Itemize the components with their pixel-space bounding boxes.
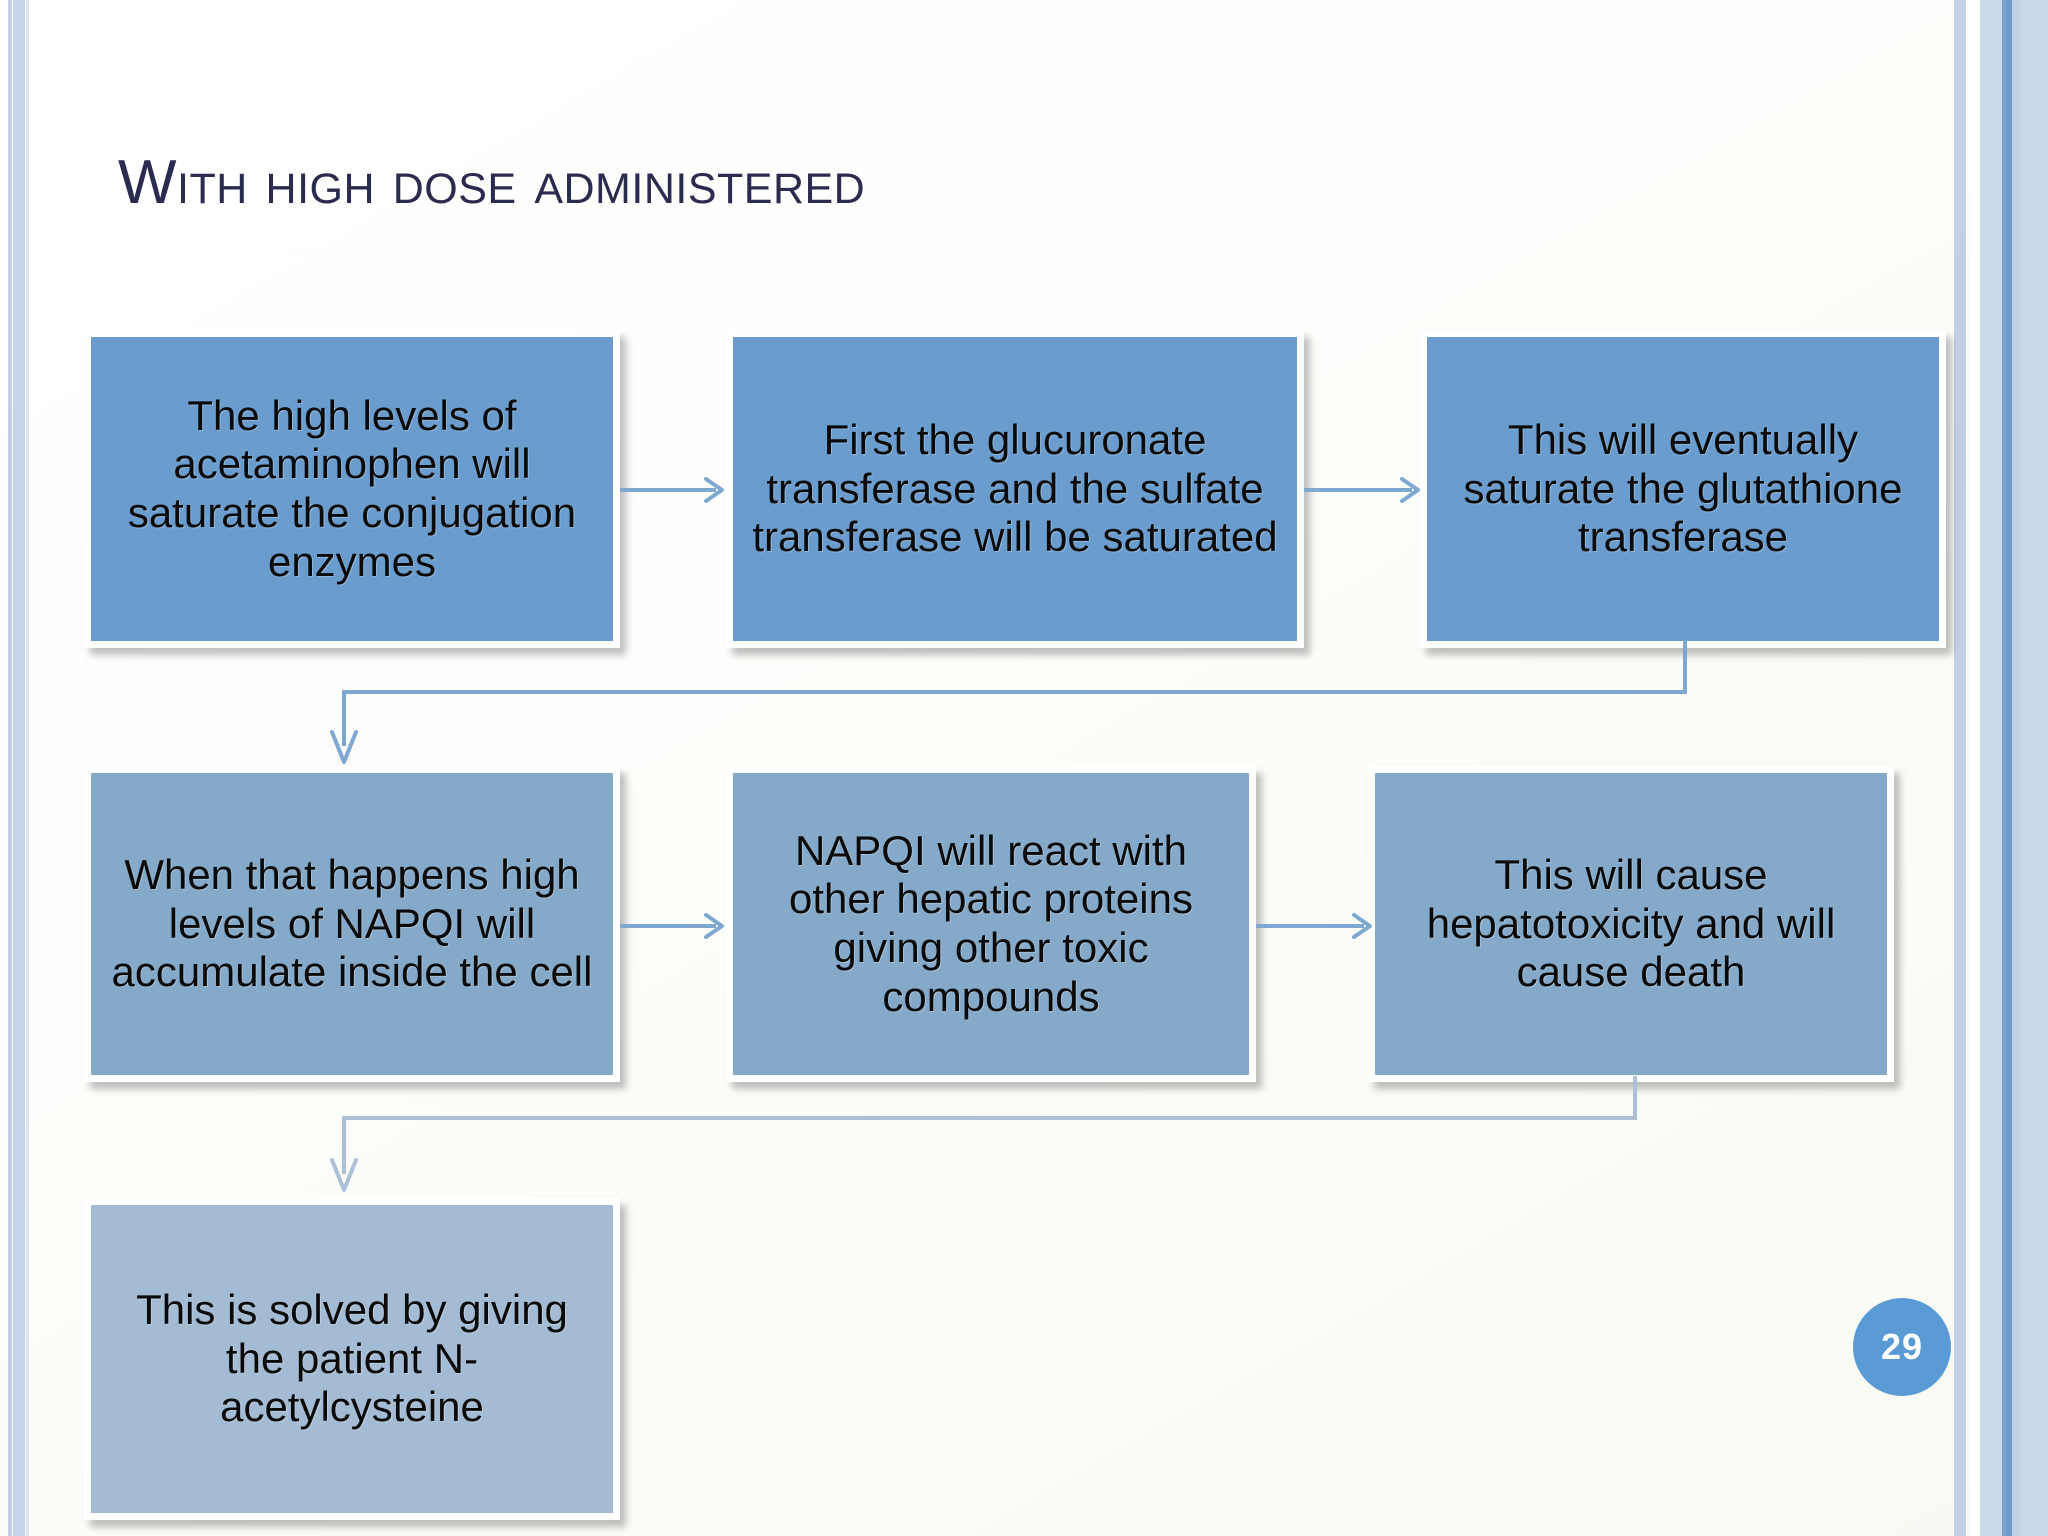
arrow-r2c2-to-r2c3: [1256, 908, 1378, 944]
flow-box-r2c2[interactable]: NAPQI will react with other hepatic prot…: [726, 766, 1256, 1082]
edge-stripe: [2002, 0, 2006, 1536]
flow-box-r1c2[interactable]: First the glucuronate transferase and th…: [726, 330, 1304, 648]
arrow-r1c2-to-r1c3: [1304, 472, 1426, 508]
edge-stripe: [1970, 0, 1980, 1536]
arrow-r1c1-to-r1c2: [620, 472, 730, 508]
right-edge-decoration: [1940, 0, 2048, 1536]
left-edge-decoration: [0, 0, 34, 1536]
arrow-r2c1-to-r2c2: [620, 908, 730, 944]
edge-stripe: [2020, 0, 2048, 1536]
flow-box-r1c3[interactable]: This will eventually saturate the glutat…: [1420, 330, 1946, 648]
edge-stripe: [13, 0, 25, 1536]
edge-stripe: [2006, 0, 2012, 1536]
flow-box-r2c1[interactable]: When that happens high levels of NAPQI w…: [84, 766, 620, 1082]
elbow-connector-row2-to-row3: [330, 1076, 1640, 1206]
flow-box-r1c1[interactable]: The high levels of acetaminophen will sa…: [84, 330, 620, 648]
elbow-connector-row1-to-row2: [330, 640, 1690, 770]
edge-stripe: [1954, 0, 1966, 1536]
flow-box-r2c3[interactable]: This will cause hepatotoxicity and will …: [1368, 766, 1894, 1082]
page-title: With high dose administered: [118, 148, 866, 217]
edge-stripe: [26, 0, 29, 1536]
page-number-badge: 29: [1853, 1298, 1951, 1396]
flow-box-r3c1[interactable]: This is solved by giving the patient N-a…: [84, 1198, 620, 1520]
edge-stripe: [1980, 0, 2002, 1536]
edge-stripe: [2012, 0, 2020, 1536]
edge-stripe: [8, 0, 12, 1536]
